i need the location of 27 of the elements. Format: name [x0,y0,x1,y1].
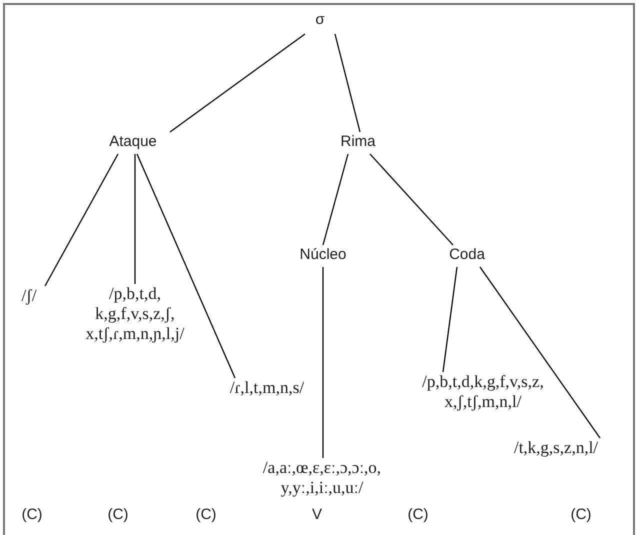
phoneme-set: /p,b,t,d,k,g,f,v,s,z, x,ʃ,tʃ,m,n,l/ [398,372,568,412]
constituent-label: Ataque [98,132,168,152]
constituent-label: Núcleo [288,245,358,265]
tree-branch [322,154,349,246]
phoneme-set: /ʃ/ [12,286,46,306]
constituent-label: σ [300,10,340,30]
phoneme-set: /ɾ,l,t,m,n,s/ [212,378,322,398]
slot-label: V [312,505,322,525]
slot-label: (C) [408,505,428,525]
phoneme-set: /a,aː,œ,ɛ,ɛː,ɔ,ɔː,o, y,yː,i,iː,u,uː/ [227,458,417,498]
constituent-label: Rima [330,132,386,152]
tree-branch [442,266,458,372]
phoneme-set: /p,b,t,d, k,g,f,v,s,z,ʃ, x,tʃ,ɾ,m,n,ɲ,l,j/ [80,284,190,344]
tree-branch [480,266,600,438]
tree-branch [136,154,236,378]
tree-branch [134,154,136,284]
tree-branch [322,267,324,458]
tree-branch [334,34,361,132]
slot-label: (C) [22,505,42,525]
phoneme-set: /t,k,g,s,z,n,l/ [495,438,617,458]
tree-branch [44,154,119,286]
tree-branch [370,154,454,246]
slot-label: (C) [108,505,128,525]
tree-branch [170,34,306,132]
slot-label: (C) [196,505,216,525]
slot-label: (C) [570,505,592,525]
constituent-label: Coda [440,245,494,265]
